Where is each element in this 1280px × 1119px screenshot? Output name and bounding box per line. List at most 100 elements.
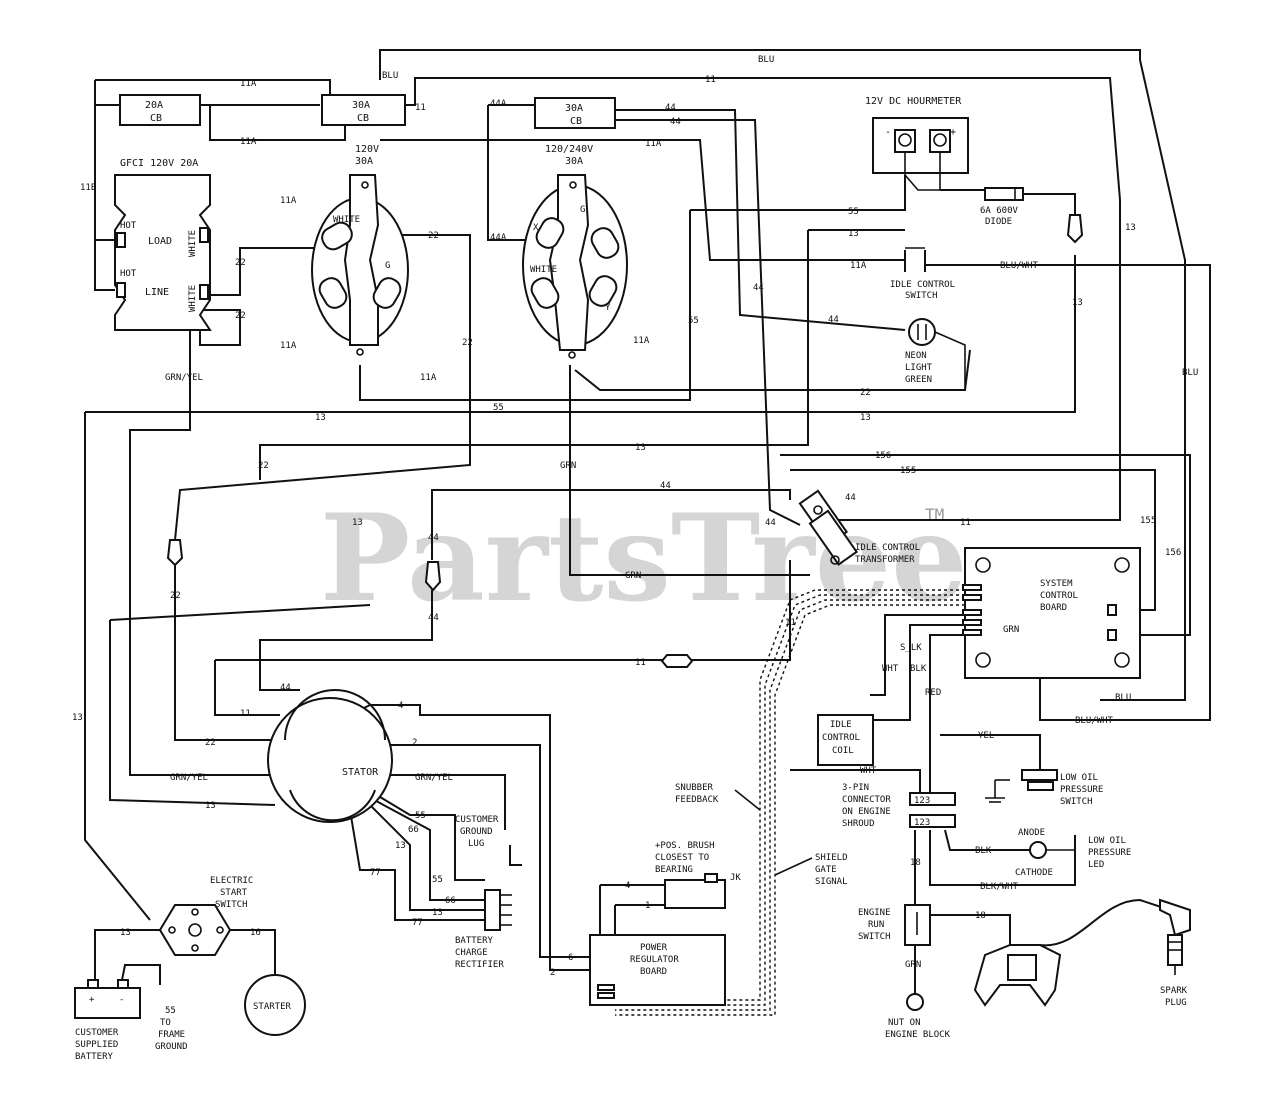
svg-text:30A: 30A: [352, 100, 370, 111]
svg-text:13: 13: [315, 413, 326, 423]
svg-text:CB: CB: [150, 113, 162, 124]
svg-text:CB: CB: [357, 113, 369, 124]
svg-text:30A: 30A: [355, 156, 373, 167]
svg-text:11: 11: [960, 518, 971, 528]
svg-text:SYSTEM: SYSTEM: [1040, 579, 1073, 589]
svg-text:44: 44: [428, 533, 439, 543]
svg-text:16: 16: [250, 928, 261, 938]
svg-text:156: 156: [1165, 548, 1181, 558]
svg-text:IDLE: IDLE: [830, 720, 852, 730]
svg-text:1: 1: [645, 901, 650, 911]
low-oil-pressure-switch: LOW OIL PRESSURE SWITCH: [985, 769, 1103, 807]
svg-text:44: 44: [665, 103, 676, 113]
svg-text:FEEDBACK: FEEDBACK: [675, 795, 719, 805]
svg-text:BLK: BLK: [910, 664, 927, 674]
svg-text:BLU: BLU: [382, 71, 398, 81]
svg-text:22: 22: [205, 738, 216, 748]
svg-text:44A: 44A: [490, 99, 507, 109]
svg-text:13: 13: [205, 801, 216, 811]
svg-text:+POS. BRUSH: +POS. BRUSH: [655, 841, 715, 851]
svg-text:CONTROL: CONTROL: [822, 733, 860, 743]
gfci-receptacle: GFCI 120V 20A LOAD LINE HOT HOT WHITE WH…: [114, 158, 212, 331]
svg-text:123: 123: [914, 818, 930, 828]
svg-text:BLU/WHT: BLU/WHT: [1075, 716, 1114, 726]
svg-text:CONNECTOR: CONNECTOR: [842, 795, 891, 805]
svg-text:SUPPLIED: SUPPLIED: [75, 1040, 118, 1050]
svg-text:120V: 120V: [355, 144, 379, 155]
svg-text:CUSTOMER: CUSTOMER: [75, 1028, 119, 1038]
svg-text:18: 18: [910, 858, 921, 868]
three-pin-connector: 123 123 3-PIN CONNECTOR ON ENGINE SHROUD: [842, 783, 956, 829]
svg-text:TO: TO: [160, 1018, 171, 1028]
svg-text:44: 44: [660, 481, 671, 491]
svg-text:11A: 11A: [240, 137, 257, 147]
svg-text:G: G: [385, 261, 390, 271]
svg-text:4: 4: [625, 881, 630, 891]
svg-text:GRN/YEL: GRN/YEL: [170, 773, 208, 783]
svg-text:CB: CB: [570, 116, 582, 127]
svg-text:BLK/WHT: BLK/WHT: [980, 882, 1019, 892]
svg-text:77: 77: [370, 868, 381, 878]
svg-text:13: 13: [395, 841, 406, 851]
svg-text:11: 11: [705, 75, 716, 85]
svg-text:44: 44: [765, 518, 776, 528]
svg-text:44: 44: [670, 117, 681, 127]
svg-text:CONTROL: CONTROL: [1040, 591, 1078, 601]
svg-text:13: 13: [72, 713, 83, 723]
svg-text:22: 22: [258, 461, 269, 471]
svg-text:55: 55: [688, 316, 699, 326]
svg-text:RECTIFIER: RECTIFIER: [455, 960, 504, 970]
svg-text:BOARD: BOARD: [1040, 603, 1067, 613]
svg-text:11A: 11A: [280, 341, 297, 351]
svg-text:SWITCH: SWITCH: [858, 932, 891, 942]
svg-text:22: 22: [462, 338, 473, 348]
svg-text:11A: 11A: [420, 373, 437, 383]
svg-text:YEL: YEL: [978, 731, 994, 741]
svg-text:22: 22: [428, 231, 439, 241]
svg-text:Y: Y: [605, 303, 611, 313]
svg-text:BLK: BLK: [975, 846, 992, 856]
svg-text:22: 22: [235, 258, 246, 268]
svg-text:11: 11: [240, 709, 251, 719]
watermark: PartsTree: [320, 488, 967, 629]
circuit-breaker-30a-right: 30A CB: [534, 97, 616, 129]
svg-text:PRESSURE: PRESSURE: [1088, 848, 1131, 858]
svg-text:SPARK: SPARK: [1160, 986, 1188, 996]
starter: STARTER: [244, 974, 306, 1036]
svg-text:FRAME: FRAME: [158, 1030, 185, 1040]
svg-text:55: 55: [432, 875, 443, 885]
brush-assembly: +POS. BRUSH CLOSEST TO BEARING JK: [655, 841, 741, 909]
diode: 6A 600V DIODE: [940, 187, 1084, 244]
svg-text:BLU: BLU: [758, 55, 774, 65]
svg-text:GRN: GRN: [625, 571, 641, 581]
svg-text:X: X: [533, 223, 539, 233]
svg-text:NUT ON: NUT ON: [888, 1018, 921, 1028]
svg-text:ENGINE BLOCK: ENGINE BLOCK: [885, 1030, 951, 1040]
svg-text:11A: 11A: [240, 79, 257, 89]
svg-text:COIL: COIL: [832, 746, 854, 756]
svg-text:GRN/YEL: GRN/YEL: [165, 373, 203, 383]
svg-text:+: +: [950, 127, 956, 138]
svg-text:LOW OIL: LOW OIL: [1088, 836, 1126, 846]
svg-text:POWER: POWER: [640, 943, 668, 953]
idle-control-coil: IDLE CONTROL COIL: [817, 714, 874, 766]
svg-text:STARTER: STARTER: [253, 1002, 292, 1012]
circuit-breaker-30a-left: 30A CB: [321, 94, 406, 126]
svg-text:CHARGE: CHARGE: [455, 948, 488, 958]
idle-control-switch: IDLE CONTROL SWITCH: [890, 247, 955, 301]
svg-text:BLU/WHT: BLU/WHT: [1000, 261, 1039, 271]
svg-text:44: 44: [828, 315, 839, 325]
svg-text:WHITE: WHITE: [188, 230, 198, 257]
svg-text:44: 44: [280, 683, 291, 693]
svg-text:GRN: GRN: [560, 461, 576, 471]
svg-text:GRN: GRN: [905, 960, 921, 970]
shielded-cable: [615, 589, 965, 1016]
svg-text:LIGHT: LIGHT: [905, 363, 933, 373]
shield-gate-signal-label: SHIELD GATE SIGNAL: [774, 853, 848, 887]
svg-text:CLOSEST TO: CLOSEST TO: [655, 853, 709, 863]
svg-text:11A: 11A: [633, 336, 650, 346]
svg-text:55: 55: [165, 1006, 176, 1016]
ignition-coil: [973, 944, 1062, 1007]
svg-text:+: +: [89, 995, 95, 1005]
svg-text:22: 22: [235, 311, 246, 321]
